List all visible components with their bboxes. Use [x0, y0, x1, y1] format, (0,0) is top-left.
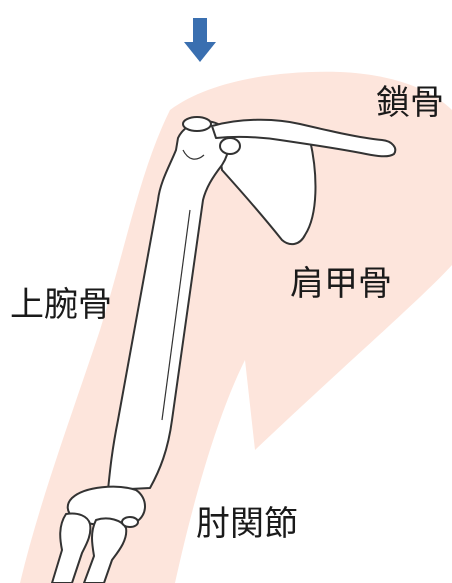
olecranon-tip — [122, 517, 138, 527]
label-scapula: 肩甲骨 — [290, 267, 392, 301]
label-humerus: 上腕骨 — [10, 288, 112, 322]
acromion-process — [183, 117, 211, 131]
label-clavicle: 鎖骨 — [376, 86, 444, 120]
coracoid-process — [220, 138, 240, 154]
label-elbow-joint: 肘関節 — [196, 507, 298, 541]
arrow-down-icon — [184, 18, 216, 62]
